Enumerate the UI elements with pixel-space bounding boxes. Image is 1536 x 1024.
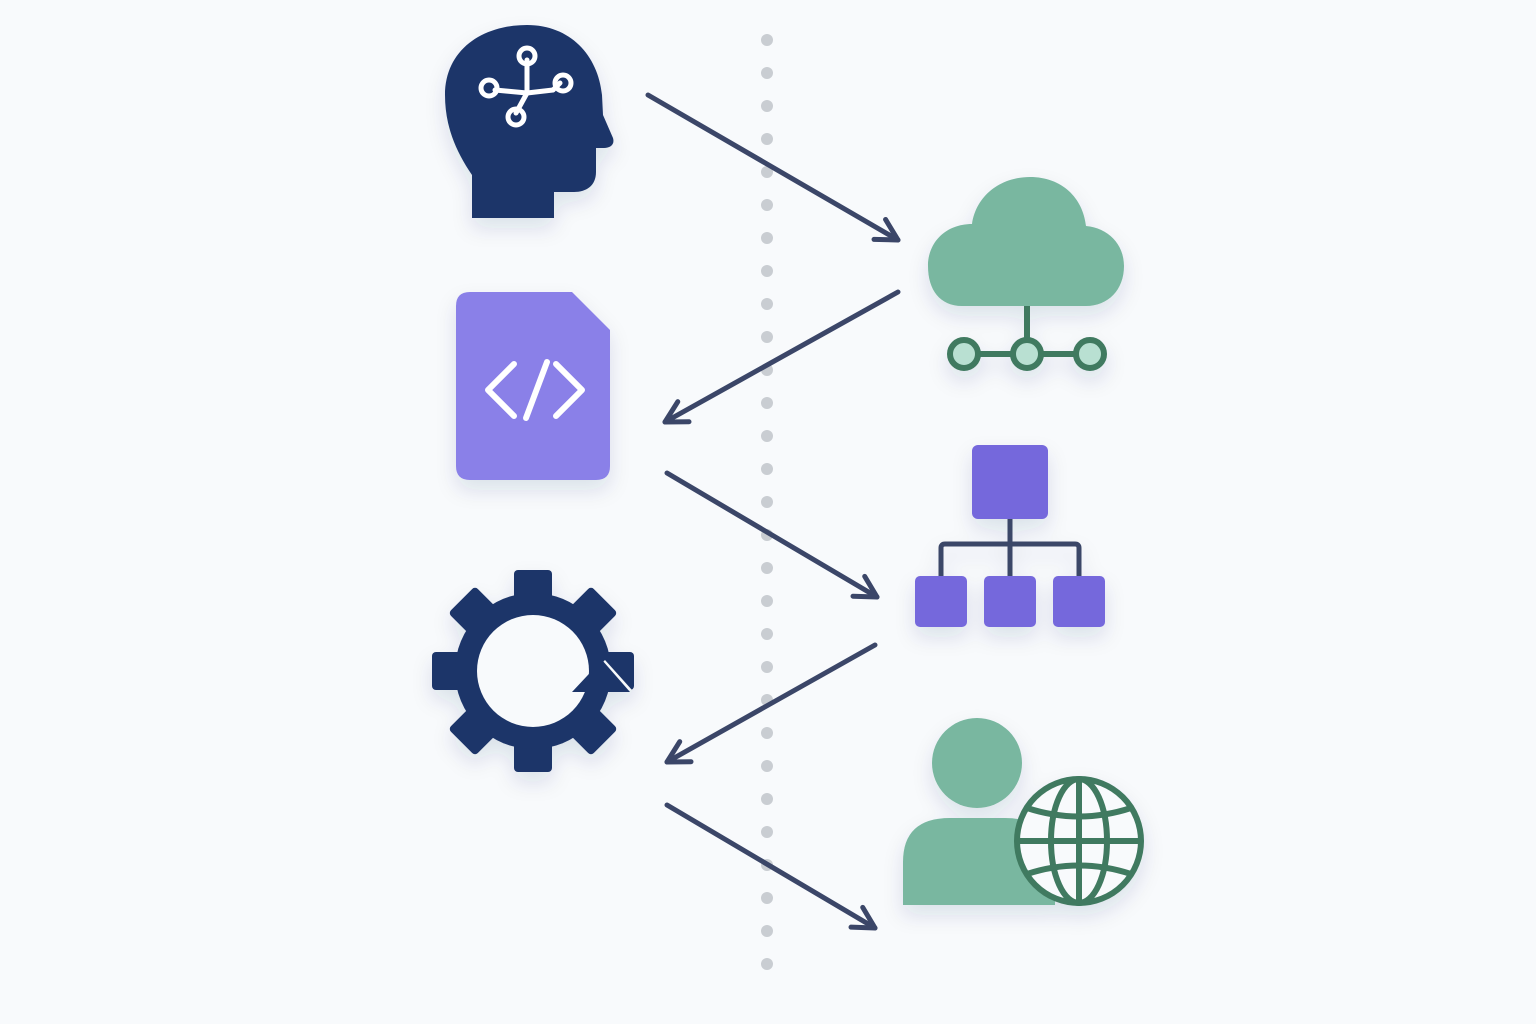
arrow-head [871,216,901,243]
flow-arrow [664,642,878,765]
arrow-line [664,802,878,931]
divider-dot [761,793,773,805]
divider-dot [761,958,773,970]
divider-dot [761,232,773,244]
arrow-line [662,289,901,425]
divider-dot [761,463,773,475]
divider-dot [761,133,773,145]
divider-dot [761,166,773,178]
divider-dot [761,67,773,79]
divider-dot [761,199,773,211]
divider-dot [761,331,773,343]
flow-arrow [664,802,878,931]
divider-dot [761,661,773,673]
user-globe-icon [903,718,1144,906]
flow-arrow [645,92,901,243]
divider-dot [761,562,773,574]
flow-arrow [664,470,880,600]
gear-refresh-icon [432,570,634,772]
brain-head-icon [445,25,614,218]
dotted-divider [761,34,773,970]
divider-dot [761,496,773,508]
divider-dot [761,826,773,838]
code-file-icon [456,292,610,480]
divider-dot [761,430,773,442]
arrow-head [848,904,878,931]
divider-dot [761,397,773,409]
divider-dot [761,760,773,772]
divider-dot [761,727,773,739]
divider-dot [761,34,773,46]
hierarchy-icon [915,445,1105,627]
divider-dot [761,100,773,112]
divider-dot [761,892,773,904]
arrow-line [645,92,901,243]
arrow-head [850,573,880,600]
divider-dot [761,595,773,607]
cloud-network-icon [928,177,1124,371]
divider-dot [761,298,773,310]
divider-dot [761,925,773,937]
arrow-line [664,642,878,765]
flow-arrows [645,92,901,931]
divider-dot [761,265,773,277]
divider-dot [761,628,773,640]
arrow-head [662,399,692,425]
arrow-line [664,470,880,600]
flow-arrow [662,289,901,425]
arrow-head [664,739,694,765]
